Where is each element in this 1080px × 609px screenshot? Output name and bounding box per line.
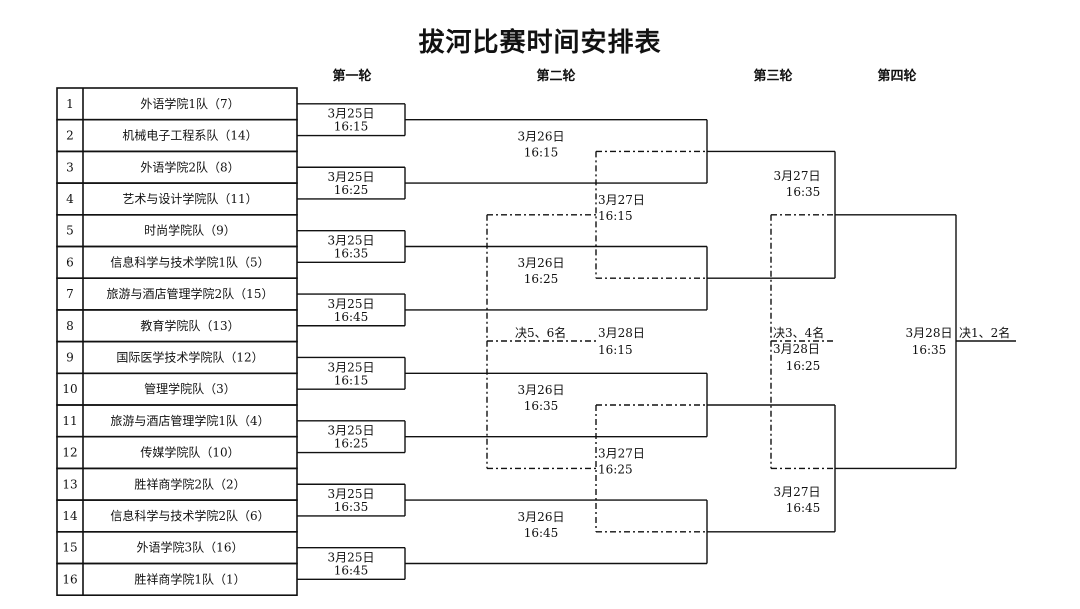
team-name: 信息科学与技术学院1队（5）: [110, 254, 269, 269]
team-number: 10: [62, 382, 77, 396]
consolation-time: 16:25: [598, 462, 633, 476]
final-date: 3月28日: [906, 326, 953, 340]
team-name: 外语学院1队（7）: [140, 96, 239, 111]
team-name: 艺术与设计学院队（11）: [122, 191, 257, 206]
team-number: 4: [66, 192, 74, 206]
r1-match-date: 3月25日: [328, 107, 375, 121]
place34-label: 决3、4名: [773, 325, 824, 340]
team-name: 教育学院队（13）: [140, 318, 239, 333]
team-name: 外语学院3队（16）: [137, 540, 244, 555]
consolation-date: 3月27日: [598, 446, 645, 460]
team-name: 外语学院2队（8）: [140, 159, 239, 174]
team-name: 旅游与酒店管理学院1队（4）: [110, 413, 269, 428]
team-name: 旅游与酒店管理学院2队（15）: [107, 286, 274, 301]
r2-match-time: 16:35: [524, 399, 559, 413]
team-number: 3: [66, 160, 74, 174]
team-number: 15: [62, 541, 77, 555]
r3-match-date: 3月27日: [774, 169, 821, 183]
r1-match-date: 3月25日: [328, 487, 375, 501]
r3-match-time: 16:45: [786, 501, 821, 515]
round-2-header: 第二轮: [536, 69, 576, 84]
r1-match-time: 16:25: [334, 183, 369, 197]
r1-match-time: 16:35: [334, 247, 369, 261]
team-number: 1: [66, 97, 74, 111]
r1-match-time: 16:35: [334, 500, 369, 514]
round-3-header: 第三轮: [753, 69, 793, 84]
round-4-header: 第四轮: [877, 69, 917, 84]
team-number: 7: [66, 287, 74, 301]
place56-time: 16:15: [598, 343, 633, 357]
team-name: 管理学院队（3）: [144, 381, 236, 396]
team-number: 13: [62, 477, 77, 491]
place56-label: 决5、6名: [515, 325, 566, 340]
team-number: 2: [66, 129, 74, 143]
team-number: 11: [62, 414, 77, 428]
page-title: 拔河比赛时间安排表: [418, 28, 662, 58]
team-number: 5: [66, 224, 74, 238]
team-name: 信息科学与技术学院2队（6）: [110, 508, 269, 523]
team-number: 12: [62, 446, 77, 460]
r2-match-time: 16:45: [524, 526, 559, 540]
team-number: 6: [66, 255, 74, 269]
r1-match-date: 3月25日: [328, 424, 375, 438]
r1-match-date: 3月25日: [328, 551, 375, 565]
place34-date: 3月28日: [773, 342, 820, 356]
final-time: 16:35: [912, 343, 947, 357]
r2-match-date: 3月26日: [518, 510, 565, 524]
r2-match-date: 3月26日: [518, 256, 565, 270]
r2-match-time: 16:25: [524, 272, 559, 286]
team-name: 传媒学院队（10）: [140, 445, 239, 460]
r1-match-time: 16:45: [334, 310, 369, 324]
place56-date: 3月28日: [598, 326, 645, 340]
r1-match-time: 16:45: [334, 564, 369, 578]
r1-match-date: 3月25日: [328, 170, 375, 184]
r3-match-time: 16:35: [786, 185, 821, 199]
r1-match-date: 3月25日: [328, 234, 375, 248]
team-name: 国际医学技术学院队（12）: [116, 349, 263, 364]
team-number: 8: [66, 319, 74, 333]
consolation-time: 16:15: [598, 209, 633, 223]
r1-match-date: 3月25日: [328, 360, 375, 374]
r1-match-time: 16:15: [334, 373, 369, 387]
consolation-date: 3月27日: [598, 193, 645, 207]
r1-match-time: 16:15: [334, 120, 369, 134]
r1-match-time: 16:25: [334, 437, 369, 451]
r2-match-date: 3月26日: [518, 129, 565, 143]
team-name: 胜祥商学院2队（2）: [134, 476, 245, 491]
r1-match-date: 3月25日: [328, 297, 375, 311]
r2-match-time: 16:15: [524, 145, 559, 159]
team-name: 机械电子工程系队（14）: [122, 128, 257, 143]
round-1-header: 第一轮: [332, 69, 372, 84]
team-name: 胜祥商学院1队（1）: [134, 571, 245, 586]
team-number: 9: [66, 350, 74, 364]
team-number: 16: [62, 572, 77, 586]
r3-match-date: 3月27日: [774, 485, 821, 499]
r2-match-date: 3月26日: [518, 383, 565, 397]
team-number: 14: [62, 509, 78, 523]
final-label: 决1、2名: [959, 325, 1010, 340]
place34-time: 16:25: [786, 359, 821, 373]
team-name: 时尚学院队（9）: [144, 223, 236, 238]
